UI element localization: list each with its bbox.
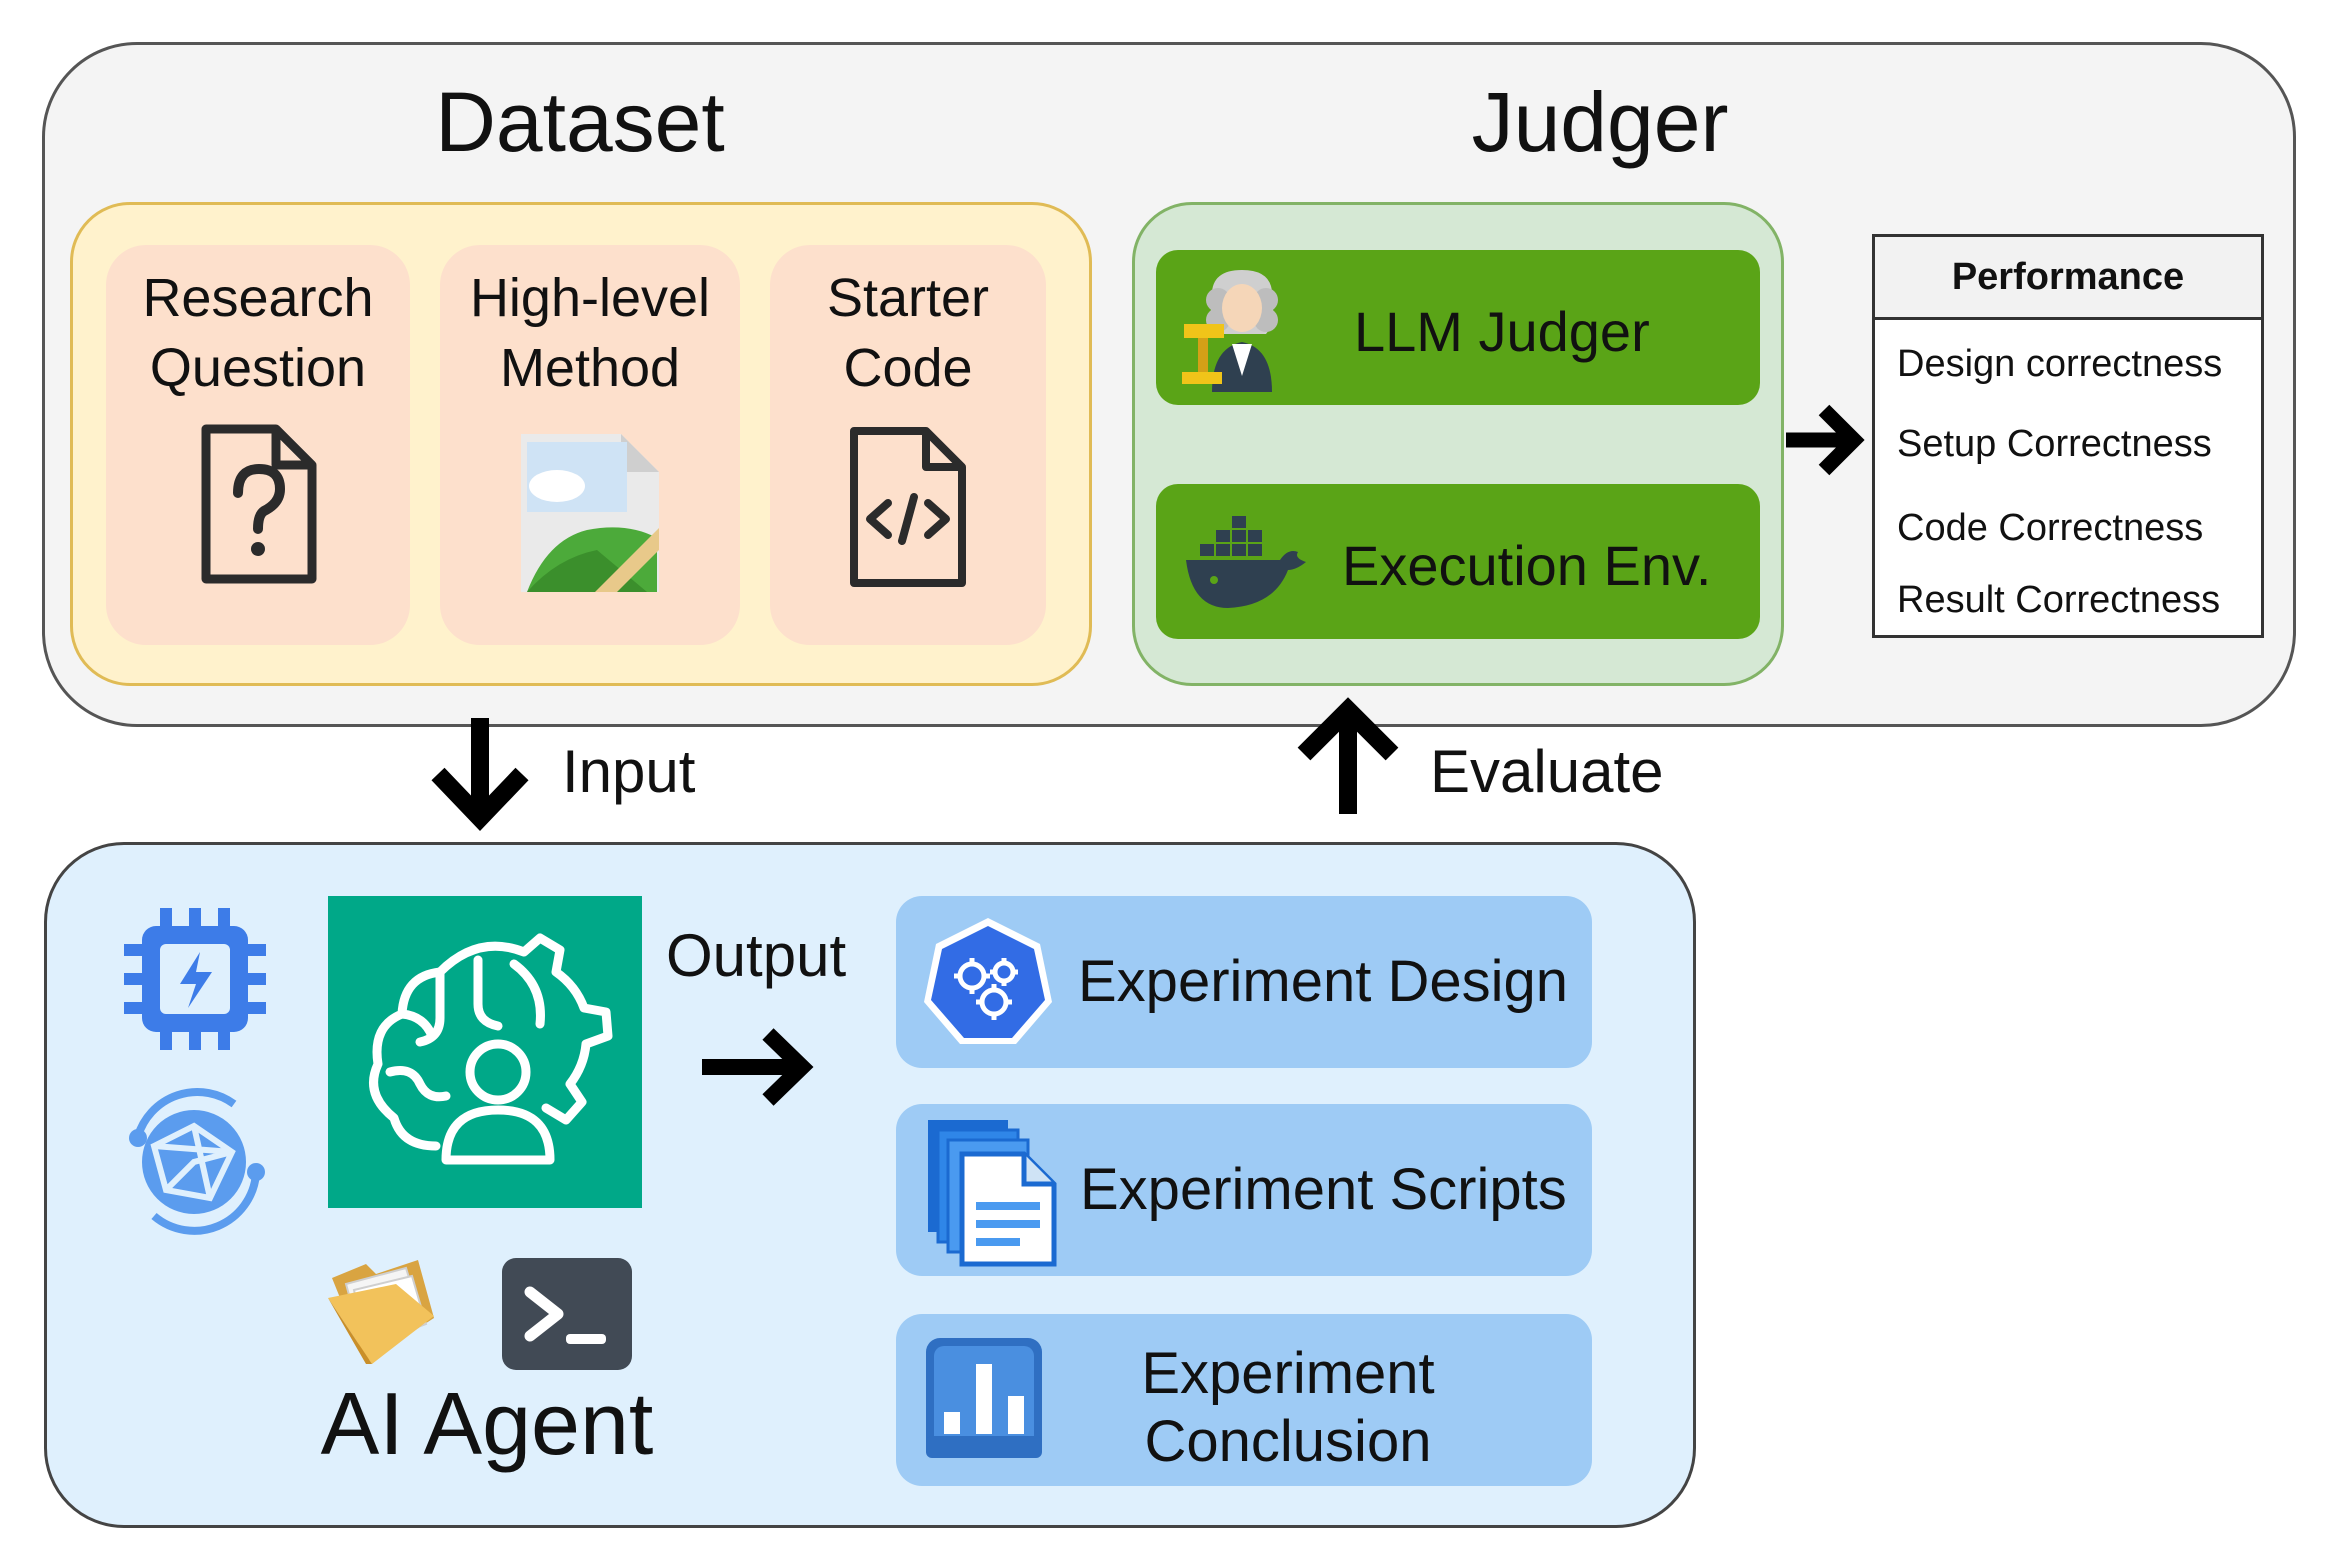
execution-env-block: Execution Env. bbox=[1156, 484, 1760, 639]
arrow-right-output-icon bbox=[702, 1028, 814, 1106]
experiment-conclusion-card: Experiment Conclusion bbox=[896, 1314, 1592, 1486]
perf-row-result: Result Correctness bbox=[1897, 579, 2221, 621]
high-level-method-line2: Method bbox=[499, 338, 681, 398]
starter-code-card: Starter Code bbox=[770, 245, 1046, 645]
bar-chart-icon bbox=[926, 1338, 1042, 1458]
kubernetes-icon bbox=[924, 918, 1052, 1044]
documents-icon bbox=[928, 1120, 1057, 1267]
performance-table: Performance Design correctness Setup Cor… bbox=[1872, 234, 2264, 638]
execution-env-label: Execution Env. bbox=[1342, 534, 1712, 597]
perf-row-setup: Setup Correctness bbox=[1897, 423, 2212, 465]
experiment-design-card: Experiment Design bbox=[896, 896, 1592, 1068]
high-level-method-card: High-level Method bbox=[440, 245, 740, 645]
research-question-line1: Research bbox=[142, 268, 374, 328]
starter-code-line2: Code bbox=[843, 338, 973, 398]
arrow-up-icon bbox=[1297, 697, 1399, 814]
code-file-icon bbox=[850, 427, 966, 587]
input-label: Input bbox=[562, 738, 696, 805]
perf-row-design: Design correctness bbox=[1897, 343, 2223, 385]
folder-icon bbox=[328, 1260, 434, 1364]
llm-judger-label: LLM Judger bbox=[1354, 300, 1650, 363]
docker-whale-icon bbox=[1186, 516, 1306, 608]
experiment-conclusion-line2: Conclusion bbox=[1144, 1409, 1432, 1474]
globe-network-icon bbox=[129, 1088, 265, 1235]
perf-row-code: Code Correctness bbox=[1897, 507, 2204, 549]
experiment-scripts-card: Experiment Scripts bbox=[896, 1104, 1592, 1276]
brain-gear-icon bbox=[369, 933, 613, 1165]
arrow-right-icon bbox=[1786, 404, 1865, 476]
performance-header: Performance bbox=[1875, 237, 2261, 320]
question-file-icon bbox=[201, 424, 317, 584]
chip-icon bbox=[124, 908, 266, 1050]
image-file-icon bbox=[521, 434, 659, 592]
research-question-line2: Question bbox=[149, 338, 367, 398]
experiment-scripts-label: Experiment Scripts bbox=[1080, 1157, 1567, 1222]
experiment-design-label: Experiment Design bbox=[1078, 949, 1568, 1014]
starter-code-line1: Starter bbox=[826, 268, 990, 328]
agent-brain-tile bbox=[328, 896, 642, 1208]
experiment-conclusion-line1: Experiment bbox=[1141, 1341, 1435, 1406]
judge-icon bbox=[1182, 270, 1278, 392]
research-question-card: Research Question bbox=[106, 245, 410, 645]
evaluate-label: Evaluate bbox=[1430, 738, 1664, 805]
judger-title: Judger bbox=[1471, 75, 1729, 169]
agent-title: AI Agent bbox=[320, 1374, 654, 1473]
llm-judger-block: LLM Judger bbox=[1156, 250, 1760, 405]
terminal-icon bbox=[502, 1258, 632, 1370]
dataset-title: Dataset bbox=[435, 75, 725, 169]
output-label: Output bbox=[666, 922, 847, 989]
high-level-method-line1: High-level bbox=[469, 268, 711, 328]
arrow-down-icon bbox=[431, 718, 529, 832]
